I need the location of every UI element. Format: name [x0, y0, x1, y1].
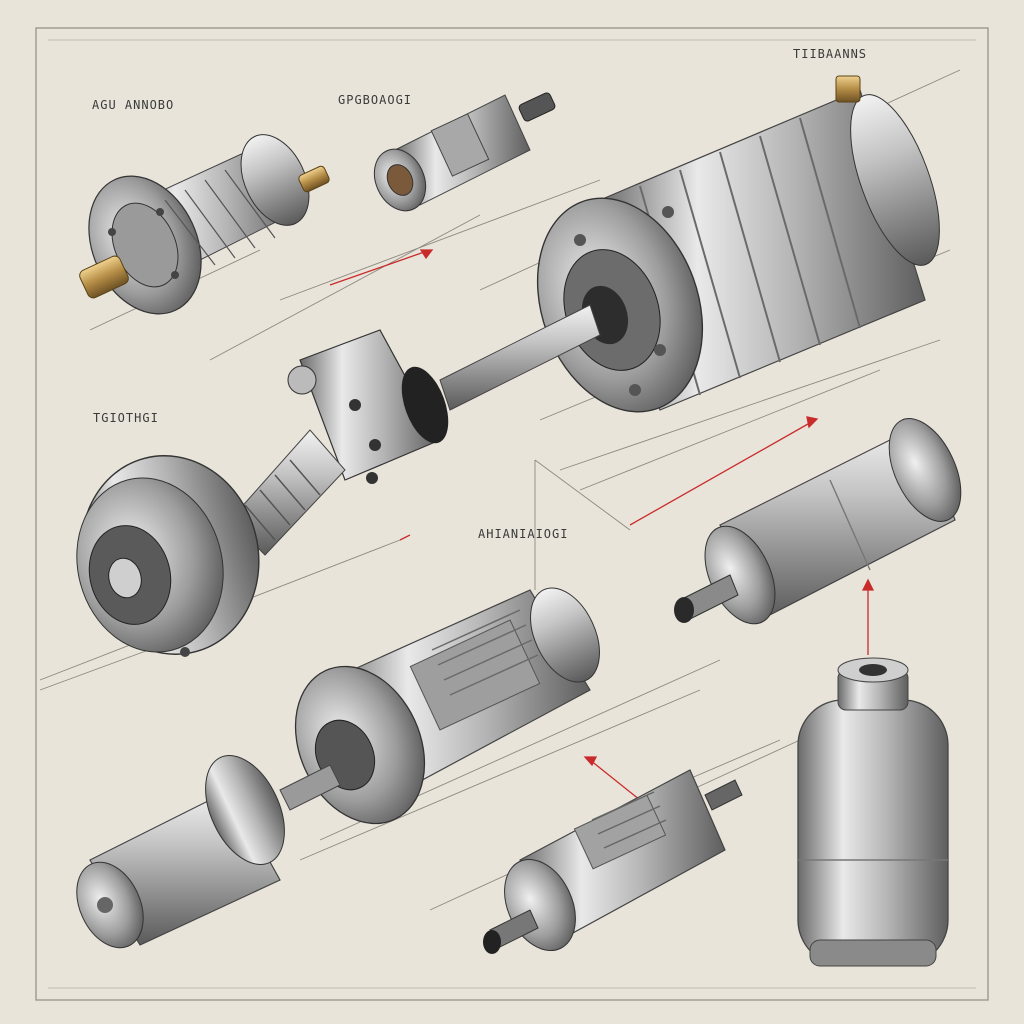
label-mid-left: TGIOTHGI: [93, 411, 159, 425]
flange-hub: [229, 329, 449, 556]
output-cylinder: [76, 755, 341, 949]
clutch-pulley: [76, 455, 260, 657]
label-top-left: AGU ANNOBO: [92, 98, 175, 112]
valve-coupling: [373, 92, 556, 212]
label-center: AHIANIAIOGI: [478, 527, 569, 541]
red-leader-lines: [329, 249, 875, 801]
label-top-center: GPGBOAOGI: [338, 93, 413, 107]
drive-shaft: [439, 304, 601, 411]
outer-border: [35, 27, 989, 1001]
gas-canister: [797, 657, 949, 967]
label-top-right: TIIBAANNS: [793, 47, 868, 61]
hydraulic-cylinder: [674, 418, 962, 625]
engraved-motor-small: [483, 769, 743, 954]
large-motor: [536, 75, 940, 413]
starter-motor-small: [79, 134, 330, 315]
engraved-motor: [294, 587, 600, 825]
